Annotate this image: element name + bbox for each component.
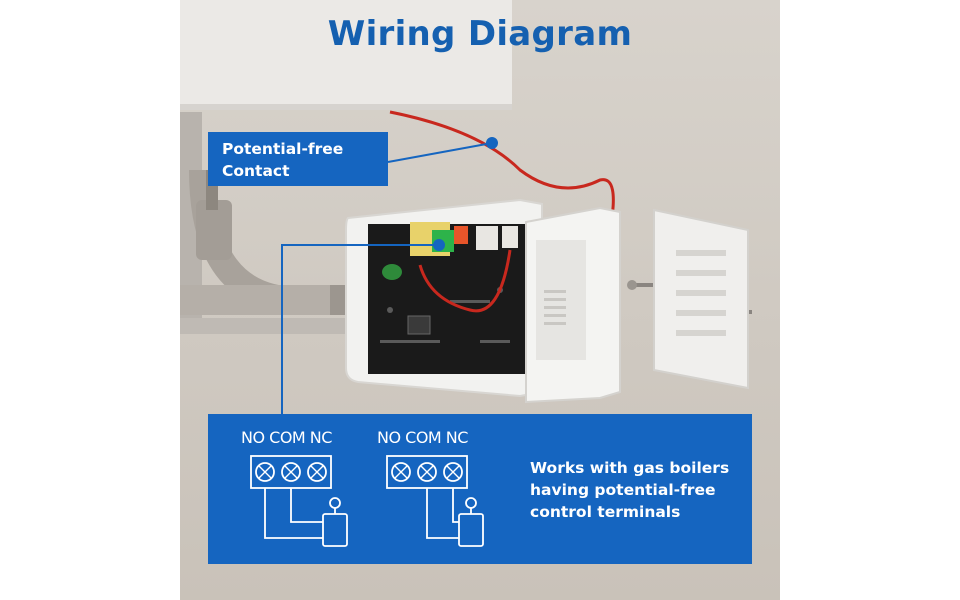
thermostat-front-cover (525, 206, 621, 404)
thermostat-housing (345, 198, 543, 398)
callout-line-1: Potential-free (222, 140, 344, 158)
boiler-icon-2 (458, 497, 484, 547)
description-line-3: control terminals (530, 503, 681, 521)
terminal-labels-1: NO COM NC (241, 428, 332, 447)
terminal-block-1 (250, 455, 332, 539)
terminal-block-2 (386, 455, 468, 539)
callout-line-2: Contact (222, 162, 290, 180)
description-line-2: having potential-free (530, 481, 716, 499)
terminal-labels-2: NO COM NC (377, 428, 468, 447)
wall-mounting-plate (653, 208, 749, 390)
description-line-1: Works with gas boilers (530, 459, 730, 477)
thermostat-installation-illustration (180, 0, 752, 414)
boiler-icon-1 (322, 497, 348, 547)
wiring-info-panel: NO COM NC NO COM NC (208, 414, 752, 564)
compatibility-description: Works with gas boilers having potential-… (530, 457, 740, 523)
callout-connectors (281, 137, 498, 414)
boiler-cabinet (180, 0, 512, 110)
terminal-wiring-diagrams (250, 455, 484, 547)
product-photo-scene: Wiring Diagram Potential-free Contact NO… (180, 0, 780, 600)
potential-free-contact-callout: Potential-free Contact (208, 132, 388, 186)
red-wire (389, 110, 615, 231)
page-title: Wiring Diagram (327, 14, 633, 54)
